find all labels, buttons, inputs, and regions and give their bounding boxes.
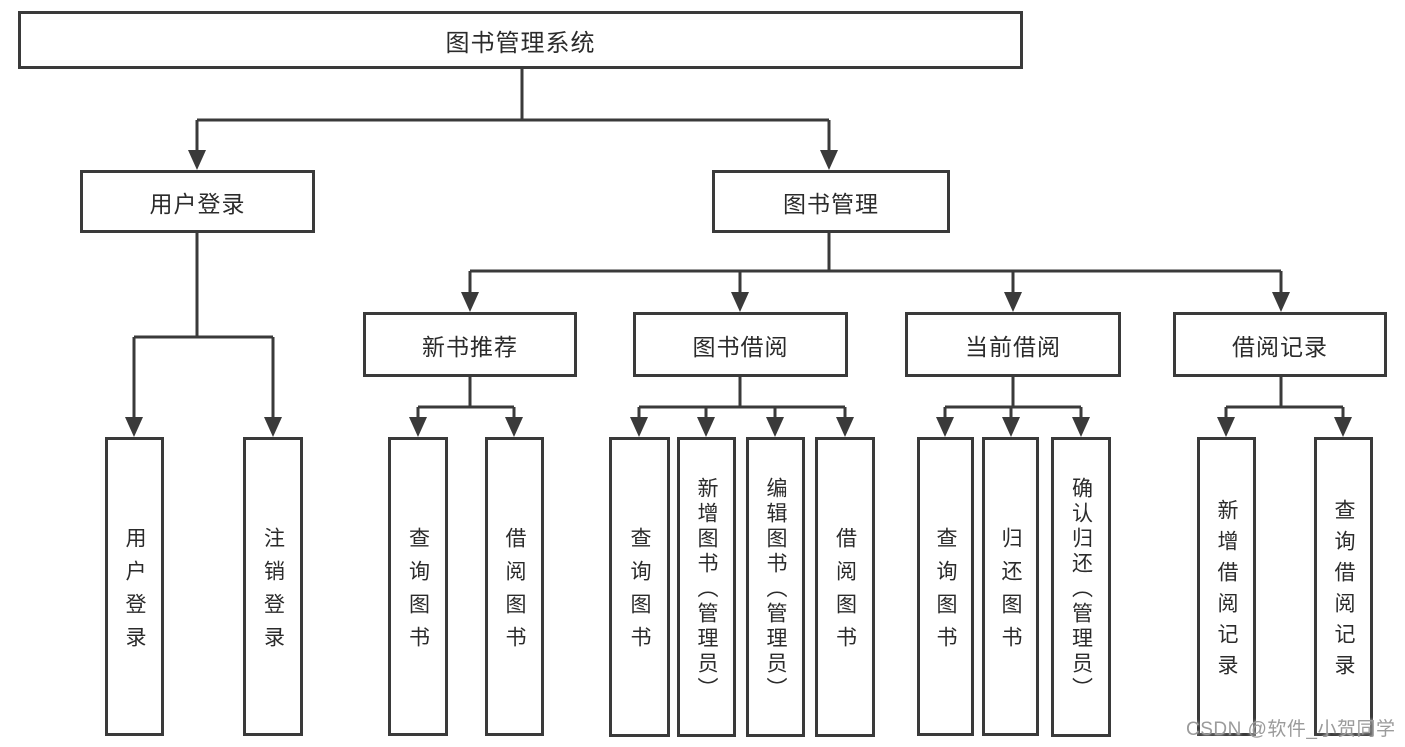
leaf-query-books-2: 查询图书 — [609, 437, 670, 737]
node-book-management: 图书管理 — [712, 170, 950, 233]
leaf-query-books-1: 查询图书 — [388, 437, 448, 736]
node-current-borrowing-label: 当前借阅 — [965, 333, 1061, 360]
leaf-return-books-label: 归还图书 — [999, 526, 1022, 659]
leaf-query-books-3-label: 查询图书 — [934, 526, 957, 659]
leaf-return-books: 归还图书 — [982, 437, 1039, 736]
leaf-borrow-books-2-label: 借阅图书 — [833, 527, 857, 659]
leaf-edit-books-admin-label: 编辑图书（管理员） — [764, 476, 787, 702]
node-borrow-records-label: 借阅记录 — [1232, 333, 1328, 360]
leaf-confirm-return-admin: 确认归还（管理员） — [1051, 437, 1111, 737]
node-current-borrowing: 当前借阅 — [905, 312, 1121, 377]
node-new-book-recommend-label: 新书推荐 — [422, 333, 518, 360]
leaf-logout: 注销登录 — [243, 437, 303, 736]
leaf-query-books-3: 查询图书 — [917, 437, 974, 736]
leaf-borrow-books-1-label: 借阅图书 — [503, 526, 526, 659]
leaf-edit-books-admin: 编辑图书（管理员） — [746, 437, 805, 737]
leaf-add-books-admin: 新增图书（管理员） — [677, 437, 736, 737]
node-user-login-label: 用户登录 — [149, 190, 246, 217]
leaf-borrow-books-1: 借阅图书 — [485, 437, 544, 736]
leaf-query-books-1-label: 查询图书 — [406, 526, 430, 659]
leaf-user-login-label: 用户登录 — [123, 526, 146, 659]
node-borrow-records: 借阅记录 — [1173, 312, 1387, 377]
leaf-borrow-books-2: 借阅图书 — [815, 437, 875, 737]
leaf-logout-label: 注销登录 — [261, 526, 285, 659]
leaf-user-login: 用户登录 — [105, 437, 164, 736]
node-root-system: 图书管理系统 — [18, 11, 1023, 69]
leaf-query-borrow-record: 查询借阅记录 — [1314, 437, 1373, 736]
node-user-login: 用户登录 — [80, 170, 315, 233]
node-root-label: 图书管理系统 — [445, 29, 596, 57]
leaf-add-borrow-record-label: 新增借阅记录 — [1215, 498, 1238, 685]
leaf-query-borrow-record-label: 查询借阅记录 — [1332, 498, 1355, 685]
csdn-watermark: CSDN @软件_小贺同学 — [1186, 719, 1396, 740]
node-new-book-recommend: 新书推荐 — [363, 312, 577, 377]
node-book-borrowing: 图书借阅 — [633, 312, 848, 377]
leaf-add-books-admin-label: 新增图书（管理员） — [695, 476, 718, 702]
leaf-query-books-2-label: 查询图书 — [628, 527, 651, 659]
leaf-add-borrow-record: 新增借阅记录 — [1197, 437, 1256, 736]
leaf-confirm-return-admin-label: 确认归还（管理员） — [1069, 476, 1093, 702]
node-book-borrowing-label: 图书借阅 — [692, 333, 789, 360]
node-book-management-label: 图书管理 — [783, 190, 879, 217]
